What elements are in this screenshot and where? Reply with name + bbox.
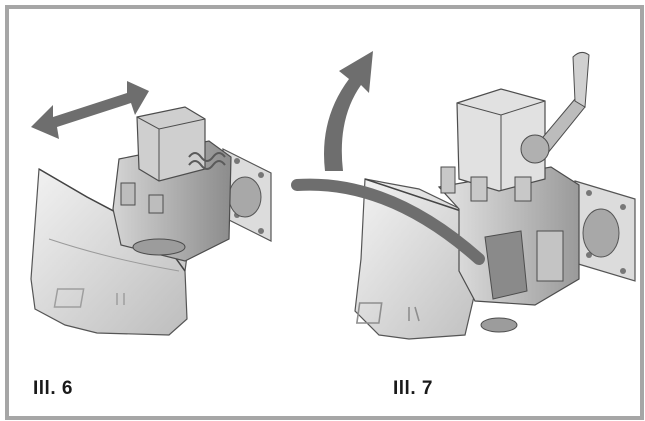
logo-icon: [53, 288, 125, 308]
figure-caption: Ill. 6: [33, 378, 73, 399]
illustration-frame: Ill. 6: [5, 5, 644, 420]
lever-handle: [520, 51, 590, 164]
logo-icon: [355, 302, 420, 324]
illustration-6-drawing: [30, 81, 272, 336]
illustration-7: Ill. 7: [289, 9, 640, 416]
double-arrow-icon: [31, 81, 149, 139]
pointer-arrow-icon: [291, 178, 485, 265]
illustration-6: Ill. 6: [9, 9, 329, 416]
illustration-7-drawing: [291, 51, 636, 340]
figure-caption: Ill. 7: [393, 378, 433, 399]
valve-block: [136, 106, 206, 182]
coupling-jaw: [354, 178, 480, 340]
curved-up-arrow-icon: [324, 51, 373, 171]
spring-icon: [188, 152, 226, 170]
